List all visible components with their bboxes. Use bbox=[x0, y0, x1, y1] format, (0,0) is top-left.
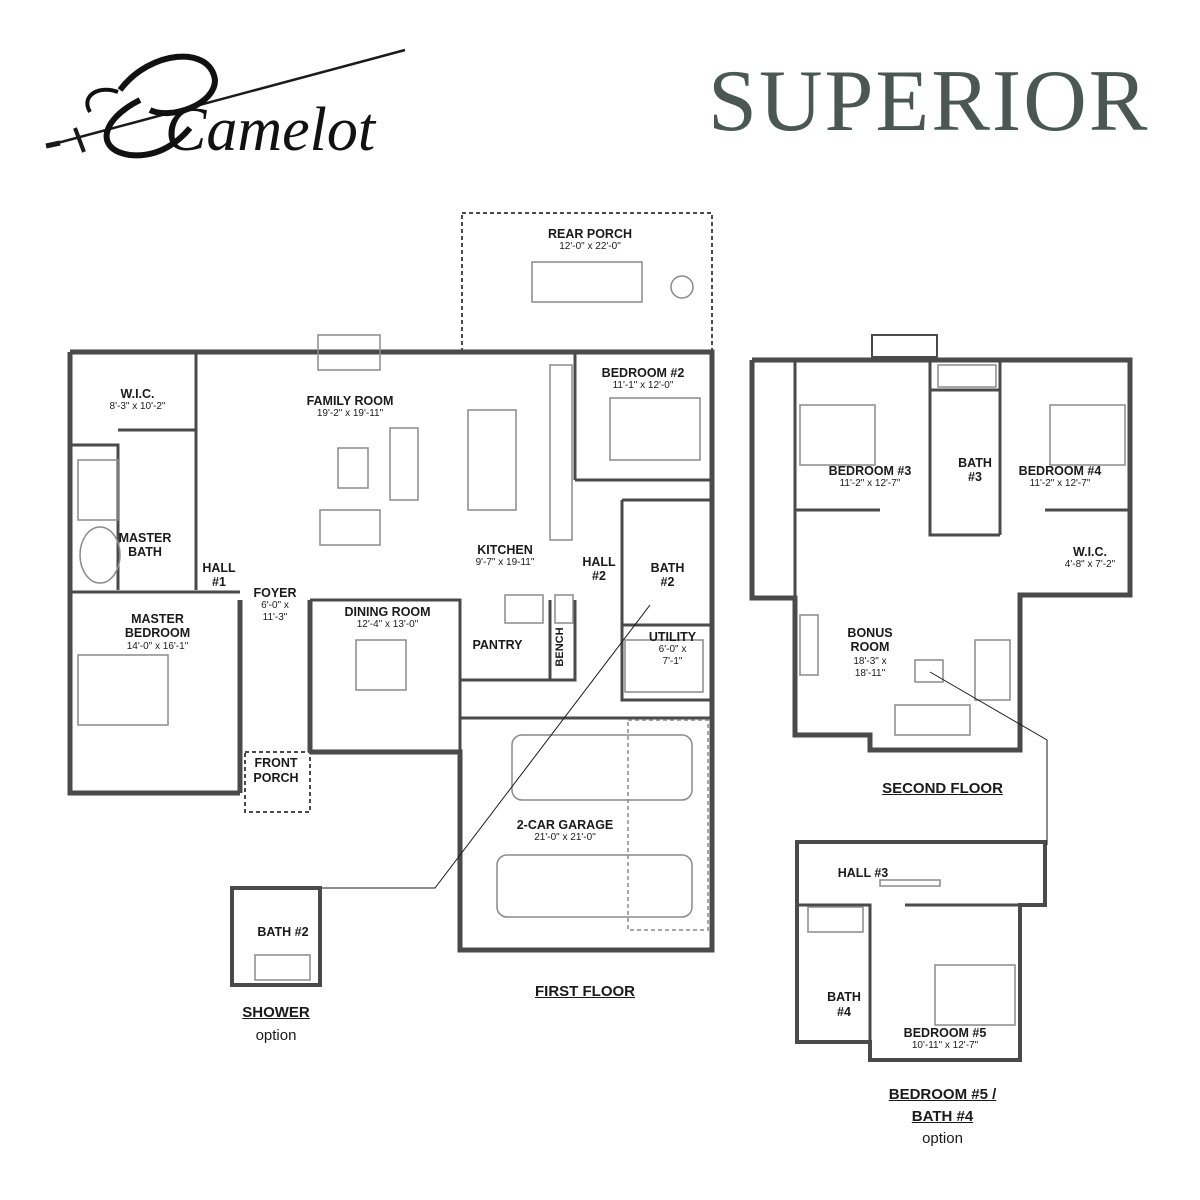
rear-porch-label: REAR PORCH bbox=[547, 227, 633, 241]
kitchen-label: KITCHEN bbox=[477, 543, 533, 557]
hall2-label-2: #2 bbox=[592, 569, 606, 583]
master-bedroom-label-2: BEDROOM bbox=[124, 626, 191, 640]
first-floor-walls bbox=[67, 212, 715, 953]
shower-option-note: option bbox=[255, 1027, 297, 1044]
bath4-label-1: BATH bbox=[827, 990, 861, 1004]
hall3-label: HALL #3 bbox=[837, 866, 889, 880]
front-porch-label-1: FRONT bbox=[254, 756, 298, 770]
bath3-label-1: BATH bbox=[958, 456, 992, 470]
bedroom5-label: BEDROOM #5 bbox=[903, 1026, 987, 1040]
page-title: SUPERIOR bbox=[708, 53, 1150, 150]
bedroom4-label: BEDROOM #4 bbox=[1018, 464, 1102, 478]
bedroom4-size: 11'-2" x 12'-7" bbox=[1029, 478, 1091, 489]
bonus-room-size-1: 18'-3" x bbox=[853, 656, 887, 667]
pantry-label: PANTRY bbox=[472, 638, 523, 652]
foyer-size-1: 6'-0" x bbox=[261, 600, 289, 611]
foyer-size-2: 11'-3" bbox=[262, 612, 288, 623]
hall2-label-1: HALL bbox=[582, 555, 616, 569]
dining-room-label: DINING ROOM bbox=[344, 605, 431, 619]
bath2-label-1: BATH bbox=[650, 561, 685, 575]
wic-master-label: W.I.C. bbox=[120, 387, 155, 401]
wic-upper-label: W.I.C. bbox=[1072, 545, 1108, 559]
bedroom3-size: 11'-2" x 12'-7" bbox=[839, 478, 901, 489]
bench-label: BENCH bbox=[554, 627, 566, 667]
first-floor-heading: FIRST FLOOR bbox=[535, 983, 635, 1000]
bedroom3-label: BEDROOM #3 bbox=[828, 464, 912, 478]
bedroom2-size: 11'-1" x 12'-0" bbox=[612, 380, 674, 391]
second-floor-heading: SECOND FLOOR bbox=[882, 780, 1003, 797]
master-bedroom-size: 14'-0" x 16'-1" bbox=[126, 641, 189, 652]
hall1-label-1: HALL bbox=[202, 561, 236, 575]
wic-upper-size: 4'-8" x 7'-2" bbox=[1064, 559, 1116, 570]
garage-size: 21'-0" x 21'-0" bbox=[534, 832, 596, 843]
bedroom5-option-heading-1: BEDROOM #5 / bbox=[888, 1086, 997, 1103]
wic-master-size: 8'-3" x 10'-2" bbox=[109, 401, 166, 412]
shower-option-plan bbox=[230, 886, 322, 987]
family-room-size: 19'-2" x 19'-11" bbox=[316, 408, 384, 419]
utility-size-1: 6'-0" x bbox=[658, 644, 687, 655]
rear-porch-size: 12'-0" x 22'-0" bbox=[559, 241, 621, 252]
bedroom5-size: 10'-11" x 12'-7" bbox=[911, 1040, 979, 1051]
bedroom5-option-note: option bbox=[922, 1130, 963, 1147]
hall1-label-2: #1 bbox=[212, 575, 226, 589]
foyer-label: FOYER bbox=[253, 586, 297, 600]
master-bath-label-2: BATH bbox=[128, 545, 162, 559]
bath3-label-2: #3 bbox=[968, 470, 982, 484]
shower-option-heading: SHOWER bbox=[242, 1004, 310, 1021]
bedroom2-label: BEDROOM #2 bbox=[601, 366, 685, 380]
dining-room-size: 12'-4" x 13'-0" bbox=[356, 619, 419, 630]
leader-lines bbox=[322, 604, 1048, 889]
first-floor-fixtures bbox=[77, 261, 709, 931]
front-porch-label-2: PORCH bbox=[253, 771, 299, 785]
shower-bath2-label: BATH #2 bbox=[257, 925, 309, 939]
bath4-label-2: #4 bbox=[837, 1005, 851, 1019]
utility-size-2: 7'-1" bbox=[662, 656, 683, 667]
second-floor-fixtures bbox=[799, 364, 1126, 1026]
second-floor-walls bbox=[749, 334, 1133, 1062]
bath2-label-2: #2 bbox=[660, 575, 675, 589]
bonus-room-label-2: ROOM bbox=[850, 640, 890, 654]
camelot-logo: Camelot bbox=[45, 48, 406, 164]
bedroom5-option-heading-2: BATH #4 bbox=[911, 1108, 974, 1125]
family-room-label: FAMILY ROOM bbox=[306, 394, 394, 408]
logo-text: Camelot bbox=[165, 96, 377, 164]
bonus-room-label-1: BONUS bbox=[847, 626, 893, 640]
garage-label: 2-CAR GARAGE bbox=[516, 818, 614, 832]
master-bedroom-label-1: MASTER bbox=[131, 612, 184, 626]
bonus-room-size-2: 18'-11" bbox=[854, 668, 886, 679]
kitchen-size: 9'-7" x 19-11" bbox=[475, 557, 535, 568]
master-bath-label-1: MASTER bbox=[118, 531, 172, 545]
utility-label: UTILITY bbox=[648, 630, 697, 644]
